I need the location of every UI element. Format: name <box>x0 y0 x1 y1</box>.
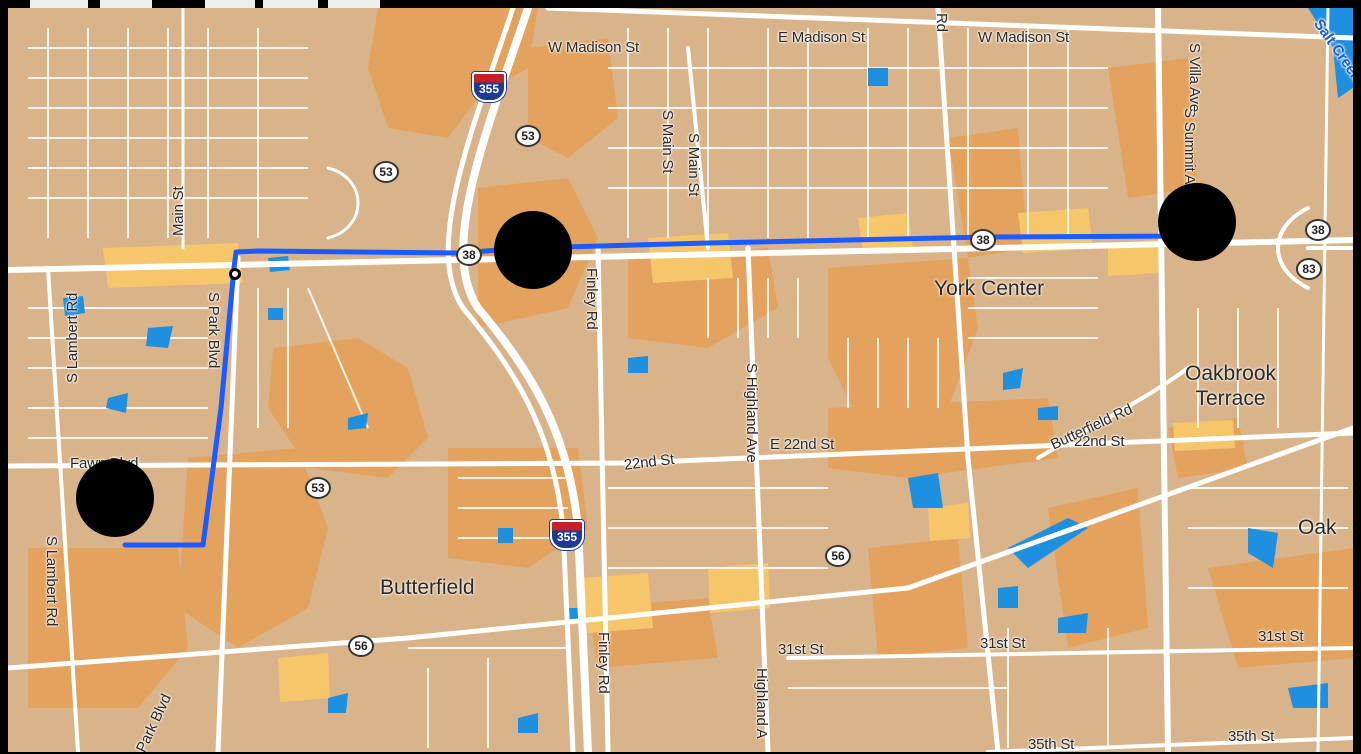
street-label-s-lambert: S Lambert Rd <box>43 536 60 627</box>
street-label-e-22nd: E 22nd St <box>770 436 835 453</box>
street-label-35th: 35th St <box>1228 728 1275 745</box>
street-label-35th: 35th St <box>1028 736 1075 752</box>
map-canvas[interactable]: York Center Oakbrook Terrace Butterfield… <box>8 8 1353 752</box>
place-label-oak: Oak <box>1298 516 1337 539</box>
street-label-highland: Highland A <box>753 668 770 739</box>
route-waypoint[interactable] <box>229 268 241 280</box>
street-label-finley-rd: Finley Rd <box>595 632 612 694</box>
route-shield-53: 53 <box>373 161 399 183</box>
street-label-e-madison: E Madison St <box>778 29 865 46</box>
map-base-layer <box>8 8 1353 752</box>
street-label-s-highland: S Highland Ave <box>743 363 760 463</box>
route-shield-53: 53 <box>515 125 541 147</box>
location-marker[interactable] <box>76 459 154 537</box>
place-label-butterfield: Butterfield <box>380 576 475 599</box>
location-marker[interactable] <box>494 211 572 289</box>
street-label-s-lambert: S Lambert Rd <box>64 292 81 383</box>
street-label-s-main: S Main St <box>685 133 702 197</box>
route-shield-56: 56 <box>348 635 374 657</box>
street-label-31st: 31st St <box>980 635 1026 652</box>
interstate-shield-355: 355 <box>472 72 506 102</box>
street-label-finley-rd: Finley Rd <box>583 268 600 330</box>
street-label-w-madison: W Madison St <box>978 29 1069 46</box>
street-label-main-st: Main St <box>170 186 187 236</box>
street-label-s-villa: S Villa Ave <box>1186 43 1203 112</box>
major-roads <box>8 8 1353 752</box>
route-shield-38: 38 <box>456 244 482 266</box>
street-label-22nd: 22nd St <box>1074 433 1125 450</box>
location-marker[interactable] <box>1158 183 1236 261</box>
street-label-s-main: S Main St <box>659 110 676 174</box>
place-label-oakbrook-terrace: Oakbrook Terrace <box>1185 362 1277 410</box>
urban-areas <box>28 8 1353 708</box>
street-label-w-madison: W Madison St <box>548 39 639 56</box>
route-shield-38: 38 <box>1305 219 1331 241</box>
street-label-rd: Rd <box>933 13 950 32</box>
route-line <box>122 233 1201 548</box>
street-label-31st: 31st St <box>778 641 824 658</box>
route-shield-83: 83 <box>1296 258 1322 280</box>
route-shield-56: 56 <box>825 545 851 567</box>
street-label-31st: 31st St <box>1258 628 1304 645</box>
route-shield-38: 38 <box>970 229 996 251</box>
local-streets <box>28 28 1348 748</box>
route-shield-53: 53 <box>305 477 331 499</box>
street-label-s-park-blvd: S Park Blvd <box>205 292 222 369</box>
place-label-york-center: York Center <box>934 277 1045 300</box>
interstate-shield-355: 355 <box>550 520 584 550</box>
